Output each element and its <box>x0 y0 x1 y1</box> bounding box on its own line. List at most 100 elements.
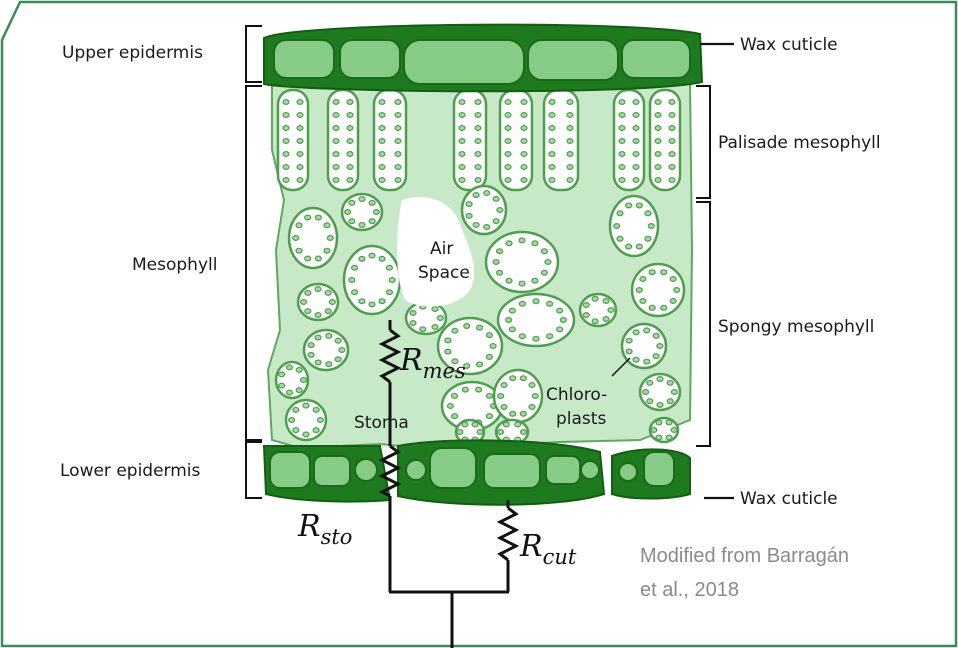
chloroplast <box>359 223 365 228</box>
chloroplast <box>432 307 438 312</box>
chloroplast <box>636 244 642 249</box>
chloroplast <box>633 330 639 335</box>
chloroplast <box>519 281 525 286</box>
chloroplast <box>633 357 639 362</box>
chloroplast <box>324 248 330 253</box>
chloroplast <box>379 299 385 304</box>
chloroplast <box>452 414 458 419</box>
chloroplast <box>349 278 355 283</box>
chloroplast <box>521 430 527 435</box>
chloroplast <box>636 203 642 208</box>
label-r-cut: Rcut <box>519 529 577 569</box>
chloroplast <box>301 378 307 383</box>
chloroplast <box>486 333 492 338</box>
chloroplast <box>296 367 302 372</box>
spongy-cell <box>494 370 542 422</box>
credit-line-1: Modified from Barragán <box>640 545 849 567</box>
chloroplast <box>473 223 479 228</box>
chloroplast <box>286 390 292 395</box>
chloroplast <box>490 344 496 349</box>
chloroplast <box>617 236 623 241</box>
chloroplast <box>326 362 332 367</box>
chloroplast <box>653 354 659 359</box>
r-mes-subscript: mes <box>423 359 466 383</box>
chloroplast <box>386 290 392 295</box>
chloroplast <box>557 327 563 332</box>
chloroplast <box>503 422 509 427</box>
chloroplast <box>296 388 302 393</box>
chloroplast <box>493 196 499 201</box>
chloroplast <box>313 407 319 412</box>
brace-palisade <box>696 86 710 198</box>
chloroplast <box>389 278 395 283</box>
chloroplast <box>477 430 483 435</box>
chloroplast <box>315 256 321 261</box>
chloroplast <box>520 376 526 381</box>
chloroplast <box>486 414 492 419</box>
chloroplast <box>497 208 503 213</box>
chloroplast <box>369 200 375 205</box>
chloroplast <box>484 191 490 196</box>
label-lower-epidermis: Lower epidermis <box>60 461 201 481</box>
chloroplast <box>533 336 539 341</box>
chloroplast <box>315 313 321 318</box>
label-wax-cuticle-top: Wax cuticle <box>740 35 838 55</box>
label-spongy-mesophyll: Spongy mesophyll <box>718 317 874 337</box>
palisade-cells <box>278 90 680 190</box>
brace-spongy <box>696 202 710 446</box>
chloroplast <box>541 249 547 254</box>
chloroplast <box>472 422 478 427</box>
chloroplast <box>510 376 516 381</box>
chloroplast <box>339 348 345 353</box>
chloroplast <box>315 215 321 220</box>
chloroplast <box>674 288 680 293</box>
chloroplast <box>386 265 392 270</box>
chloroplast <box>653 333 659 338</box>
r-sto-subscript: sto <box>321 525 353 549</box>
chloroplast <box>303 403 309 408</box>
chloroplast <box>484 225 490 230</box>
spongy-cell <box>344 246 400 314</box>
chloroplast <box>359 256 365 261</box>
chloroplast <box>335 338 341 343</box>
chloroplast <box>651 428 657 433</box>
chloroplast <box>486 393 492 398</box>
spongy-cell <box>486 232 558 292</box>
spongy-cell <box>286 400 326 440</box>
chloroplast <box>583 313 589 318</box>
chloroplast <box>315 287 321 292</box>
spongy-cell <box>640 374 680 410</box>
chloroplast <box>657 344 663 349</box>
chloroplast <box>324 223 330 228</box>
chloroplast <box>327 236 333 241</box>
brace-lower-epidermis <box>246 442 262 498</box>
chloroplast <box>645 236 651 241</box>
chloroplast <box>335 357 341 362</box>
chloroplast <box>373 210 379 215</box>
chloroplast <box>592 296 598 301</box>
chloroplast <box>486 354 492 359</box>
chloroplast <box>520 411 526 416</box>
chloroplast <box>666 420 672 425</box>
chloroplast <box>547 301 553 306</box>
label-mesophyll: Mesophyll <box>132 255 217 275</box>
chloroplast <box>457 430 463 435</box>
chloroplast <box>529 383 535 388</box>
chloroplast <box>626 244 632 249</box>
lower-epidermis <box>264 440 690 504</box>
chloroplast <box>286 365 292 370</box>
spongy-cell <box>650 418 678 442</box>
credit-line-2: et al., 2018 <box>640 579 739 601</box>
chloroplast <box>349 219 355 224</box>
chloroplast <box>379 256 385 261</box>
chloroplast <box>670 299 676 304</box>
chloroplast <box>305 256 311 261</box>
chloroplast <box>592 319 598 324</box>
chloroplast <box>640 299 646 304</box>
chloroplast <box>506 278 512 283</box>
palisade-cell <box>544 90 578 190</box>
chloroplast <box>466 202 472 207</box>
chloroplast <box>671 390 677 395</box>
chloroplast <box>308 343 314 348</box>
